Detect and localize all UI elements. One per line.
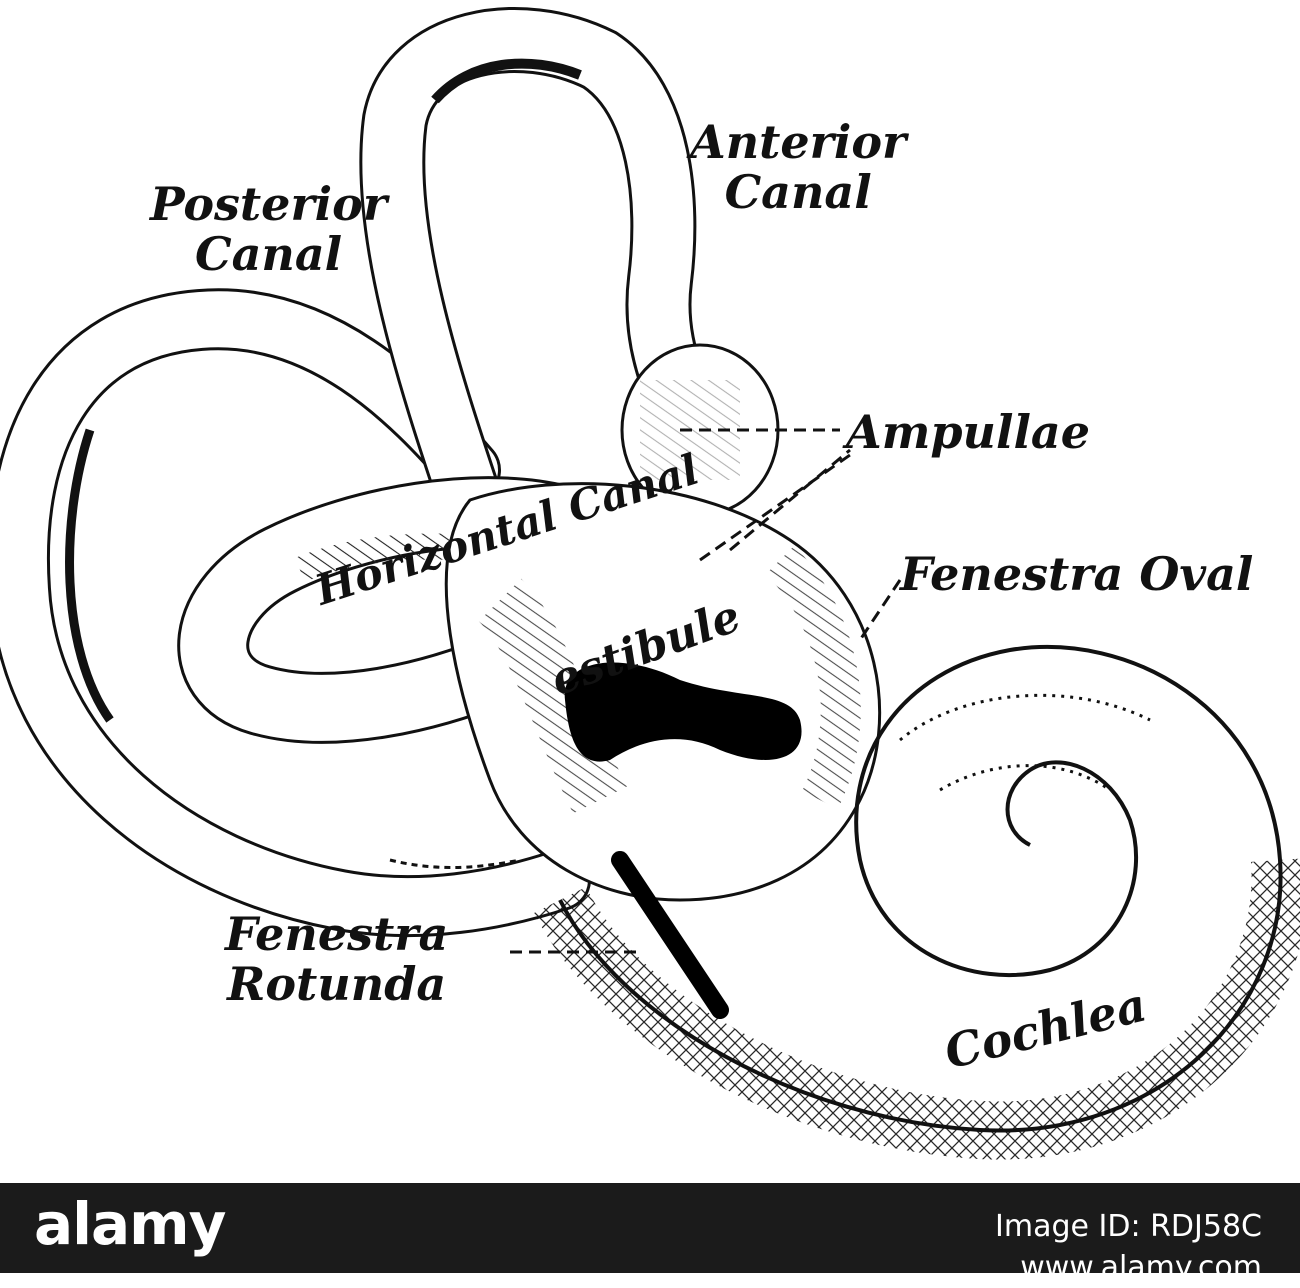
image-id-line: Image ID: RDJ58C — [995, 1207, 1262, 1248]
image-id-text: Image ID: RDJ58C www.alamy.com — [995, 1207, 1262, 1288]
inner-ear-illustration: Posterior Canal Anterior Canal Ampullae … — [0, 0, 1300, 1183]
label-fenestra-rotunda: Fenestra Rotunda — [225, 910, 448, 1009]
label-posterior-canal-line1: Posterior — [150, 180, 387, 230]
alamy-logo: alamy — [34, 1190, 225, 1258]
label-posterior-canal-line2: Canal — [150, 230, 387, 280]
label-posterior-canal: Posterior Canal — [150, 180, 387, 279]
label-ampullae: Ampullae — [846, 408, 1090, 458]
label-anterior-canal: Anterior Canal — [690, 118, 906, 217]
label-anterior-canal-line1: Anterior — [690, 118, 906, 168]
label-fenestra-rotunda-line2: Rotunda — [225, 960, 448, 1010]
label-fenestra-ovalis: Fenestra Oval — [900, 550, 1253, 600]
label-anterior-canal-line2: Canal — [690, 168, 906, 218]
label-fenestra-rotunda-line1: Fenestra — [225, 910, 448, 960]
website-line: www.alamy.com — [995, 1248, 1262, 1288]
